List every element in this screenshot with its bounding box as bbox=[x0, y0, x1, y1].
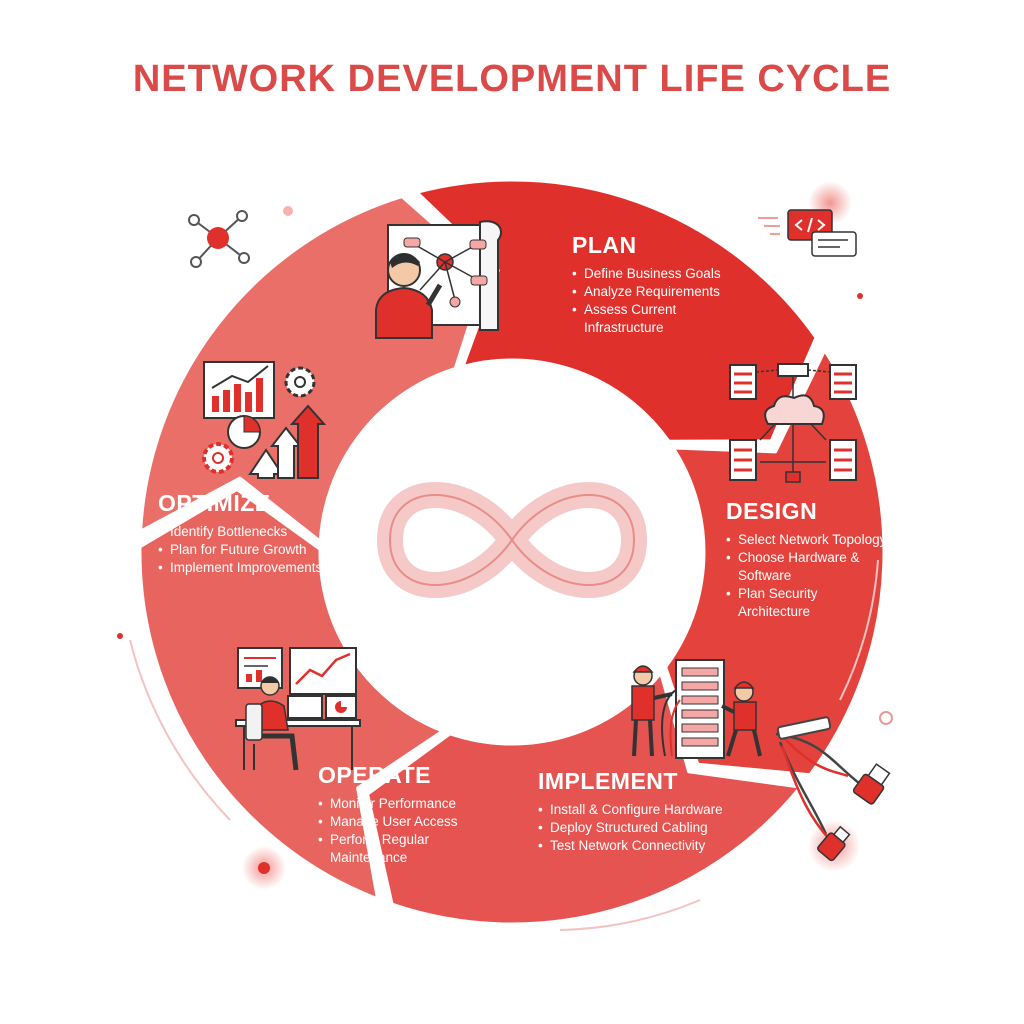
segment-implement bbox=[366, 671, 802, 926]
server-rack-technicians-icon bbox=[631, 659, 762, 759]
decor-arc-left bbox=[129, 639, 231, 821]
stage-item: Define Business Goals bbox=[572, 265, 772, 283]
stage-item: Plan Security Architecture bbox=[726, 585, 848, 621]
cable-plug-icon bbox=[775, 716, 891, 872]
stage-item: Identify Bottlenecks bbox=[158, 523, 348, 541]
stage-item: Plan for Future Growth bbox=[158, 541, 348, 559]
stage-optimize: OPTIMIZE Identify Bottlenecks Plan for F… bbox=[158, 490, 348, 577]
stage-plan: PLAN Define Business Goals Analyze Requi… bbox=[572, 232, 772, 337]
stage-item: Perform Regular Maintenance bbox=[318, 831, 450, 867]
growth-chart-gears-icon bbox=[202, 361, 327, 479]
stage-item: Analyze Requirements bbox=[572, 283, 772, 301]
stage-title: IMPLEMENT bbox=[538, 768, 678, 794]
stage-implement: IMPLEMENT Install & Configure Hardware D… bbox=[538, 768, 768, 855]
monitoring-workstation-icon bbox=[235, 647, 361, 771]
stage-item: Assess Current Infrastructure bbox=[572, 301, 694, 337]
stage-title: DESIGN bbox=[726, 498, 818, 524]
glow-dot-icon bbox=[242, 846, 286, 890]
stage-title: OPERATE bbox=[318, 762, 431, 788]
decor-arc-bottom bbox=[559, 899, 701, 931]
planning-whiteboard-icon bbox=[375, 220, 502, 339]
stage-item: Implement Improvements bbox=[158, 559, 348, 577]
stage-item: Monitor Performance bbox=[318, 795, 488, 813]
stage-operate: OPERATE Monitor Performance Manage User … bbox=[318, 762, 488, 867]
stage-item: Test Network Connectivity bbox=[538, 837, 768, 855]
stage-title: OPTIMIZE bbox=[158, 490, 271, 516]
stage-item: Install & Configure Hardware bbox=[538, 801, 768, 819]
stage-item: Manage User Access bbox=[318, 813, 488, 831]
network-node-icon bbox=[188, 210, 250, 268]
code-window-icon bbox=[758, 181, 857, 257]
decor-dot bbox=[283, 206, 293, 216]
stage-item: Choose Hardware & Software bbox=[726, 549, 878, 585]
stage-title: PLAN bbox=[572, 232, 637, 258]
page-title: NETWORK DEVELOPMENT LIFE CYCLE bbox=[132, 58, 892, 100]
network-topology-icon bbox=[729, 363, 857, 483]
stage-item: Deploy Structured Cabling bbox=[538, 819, 768, 837]
infinity-loop-icon bbox=[377, 482, 647, 598]
stage-design: DESIGN Select Network Topology Choose Ha… bbox=[726, 498, 896, 621]
decor-dot bbox=[857, 293, 863, 299]
decor-ring bbox=[879, 711, 893, 725]
stage-item: Select Network Topology bbox=[726, 531, 896, 549]
decor-dot bbox=[117, 633, 123, 639]
